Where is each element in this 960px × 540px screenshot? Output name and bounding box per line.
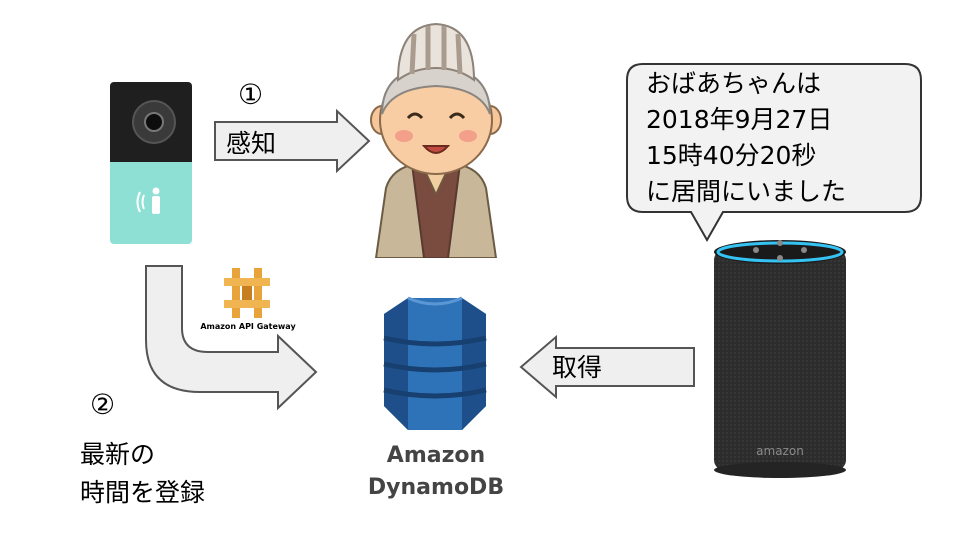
amazon-echo-speaker <box>714 240 846 478</box>
register-arrow <box>145 265 318 411</box>
bubble-line-2: 2018年9月27日 <box>646 105 833 134</box>
motion-sensor-device <box>110 82 192 244</box>
motion-detect-icon <box>136 187 160 214</box>
dynamodb-label-line-2: DynamoDB <box>367 475 505 500</box>
sense-arrow <box>214 108 371 174</box>
sense-label: 感知 <box>226 129 277 158</box>
step2-label-line-2: 時間を登録 <box>80 478 206 507</box>
step2-label: 最新の 時間を登録 <box>80 436 205 512</box>
echo-brand-logo: amazon <box>756 444 804 458</box>
step1-number: ① <box>238 78 264 111</box>
speech-bubble <box>626 63 922 243</box>
dynamodb-label: Amazon DynamoDB <box>360 440 512 504</box>
bubble-line-4: に居間にいました <box>646 177 847 206</box>
speech-bubble-text: おばあちゃんは 2018年9月27日 15時40分20秒 に居間にいました <box>646 66 846 210</box>
sensor-lens-center <box>144 112 164 132</box>
fetch-label: 取得 <box>552 353 603 382</box>
bubble-line-3: 15時40分20秒 <box>646 141 817 170</box>
api-gateway-icon <box>224 268 270 318</box>
step2-label-line-1: 最新の <box>80 440 156 469</box>
api-gateway-label: Amazon API Gateway <box>200 322 296 331</box>
fetch-arrow <box>519 334 695 400</box>
bubble-line-1: おばあちゃんは <box>646 69 822 98</box>
sensor-body <box>110 162 192 244</box>
step2-number: ② <box>90 388 116 421</box>
dynamodb-icon <box>383 296 487 430</box>
dynamodb-label-line-1: Amazon <box>386 443 486 468</box>
grandma-illustration <box>370 22 502 258</box>
